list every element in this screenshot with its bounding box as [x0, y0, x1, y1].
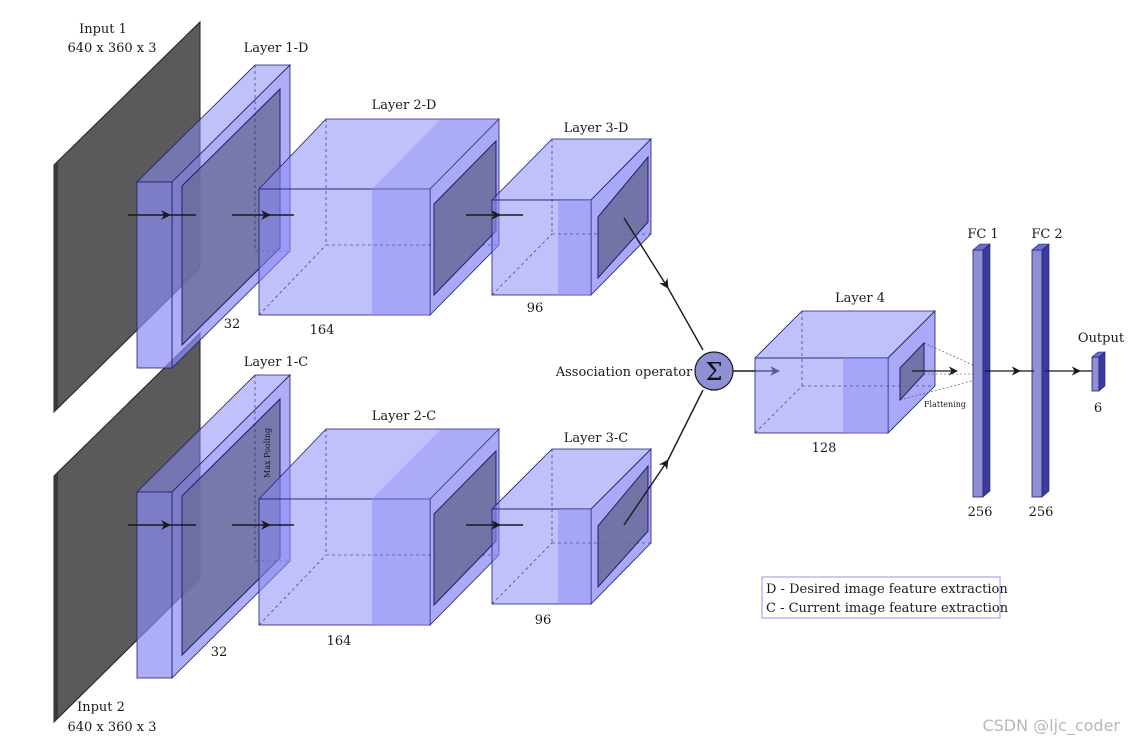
layer-1-d-title: Layer 1-D [244, 41, 309, 56]
legend: D - Desired image feature extraction C -… [761, 576, 1009, 619]
layer-2-c-title: Layer 2-C [372, 409, 436, 424]
fc1-title: FC 1 [967, 227, 998, 242]
flow-arrows-d [128, 210, 704, 351]
output-bar [1091, 351, 1106, 392]
input-1-slab [53, 20, 201, 414]
input-2-dims: 640 x 360 x 3 [67, 720, 156, 735]
flow-arrows-c [128, 389, 704, 530]
output-size: 6 [1094, 401, 1102, 416]
layer-1-d-size: 32 [224, 317, 241, 332]
layer-3-c-block [491, 448, 652, 605]
layer-2-d-block [258, 118, 500, 316]
input-2-title: Input 2 [77, 700, 125, 715]
layer-4-title: Layer 4 [835, 291, 885, 306]
fc2-title: FC 2 [1031, 227, 1062, 242]
input-1-dims: 640 x 360 x 3 [67, 41, 156, 56]
layer-2-c-size: 164 [327, 634, 352, 649]
output-title: Output [1078, 331, 1125, 346]
layer-2-c-block [258, 428, 500, 626]
association-operator: Σ [694, 351, 734, 391]
layer-3-d-block [491, 138, 652, 296]
layer-1-c-size: 32 [211, 645, 228, 660]
watermark: CSDN @ljc_coder [982, 716, 1120, 736]
layer-4-size: 128 [812, 441, 837, 456]
layer-3-c-size: 96 [535, 613, 552, 628]
flattening-note: Flattening [924, 400, 966, 409]
input-1-title: Input 1 [79, 22, 127, 37]
layer-2-d-size: 164 [310, 323, 335, 338]
layer-3-d-size: 96 [527, 301, 544, 316]
fc2-size: 256 [1029, 505, 1054, 520]
fc1-size: 256 [968, 505, 993, 520]
sigma-icon: Σ [706, 358, 723, 386]
layer-3-c-title: Layer 3-C [564, 431, 628, 446]
max-pooling-note: Max Pooling [263, 428, 272, 478]
layer-3-d-title: Layer 3-D [564, 121, 629, 136]
layer-4-block [754, 310, 936, 434]
association-label: Association operator [555, 365, 693, 380]
legend-line-current: C - Current image feature extraction [766, 601, 1009, 616]
layer-2-d-title: Layer 2-D [372, 98, 437, 113]
layer-1-c-title: Layer 1-C [244, 355, 308, 370]
legend-line-desired: D - Desired image feature extraction [766, 582, 1008, 597]
